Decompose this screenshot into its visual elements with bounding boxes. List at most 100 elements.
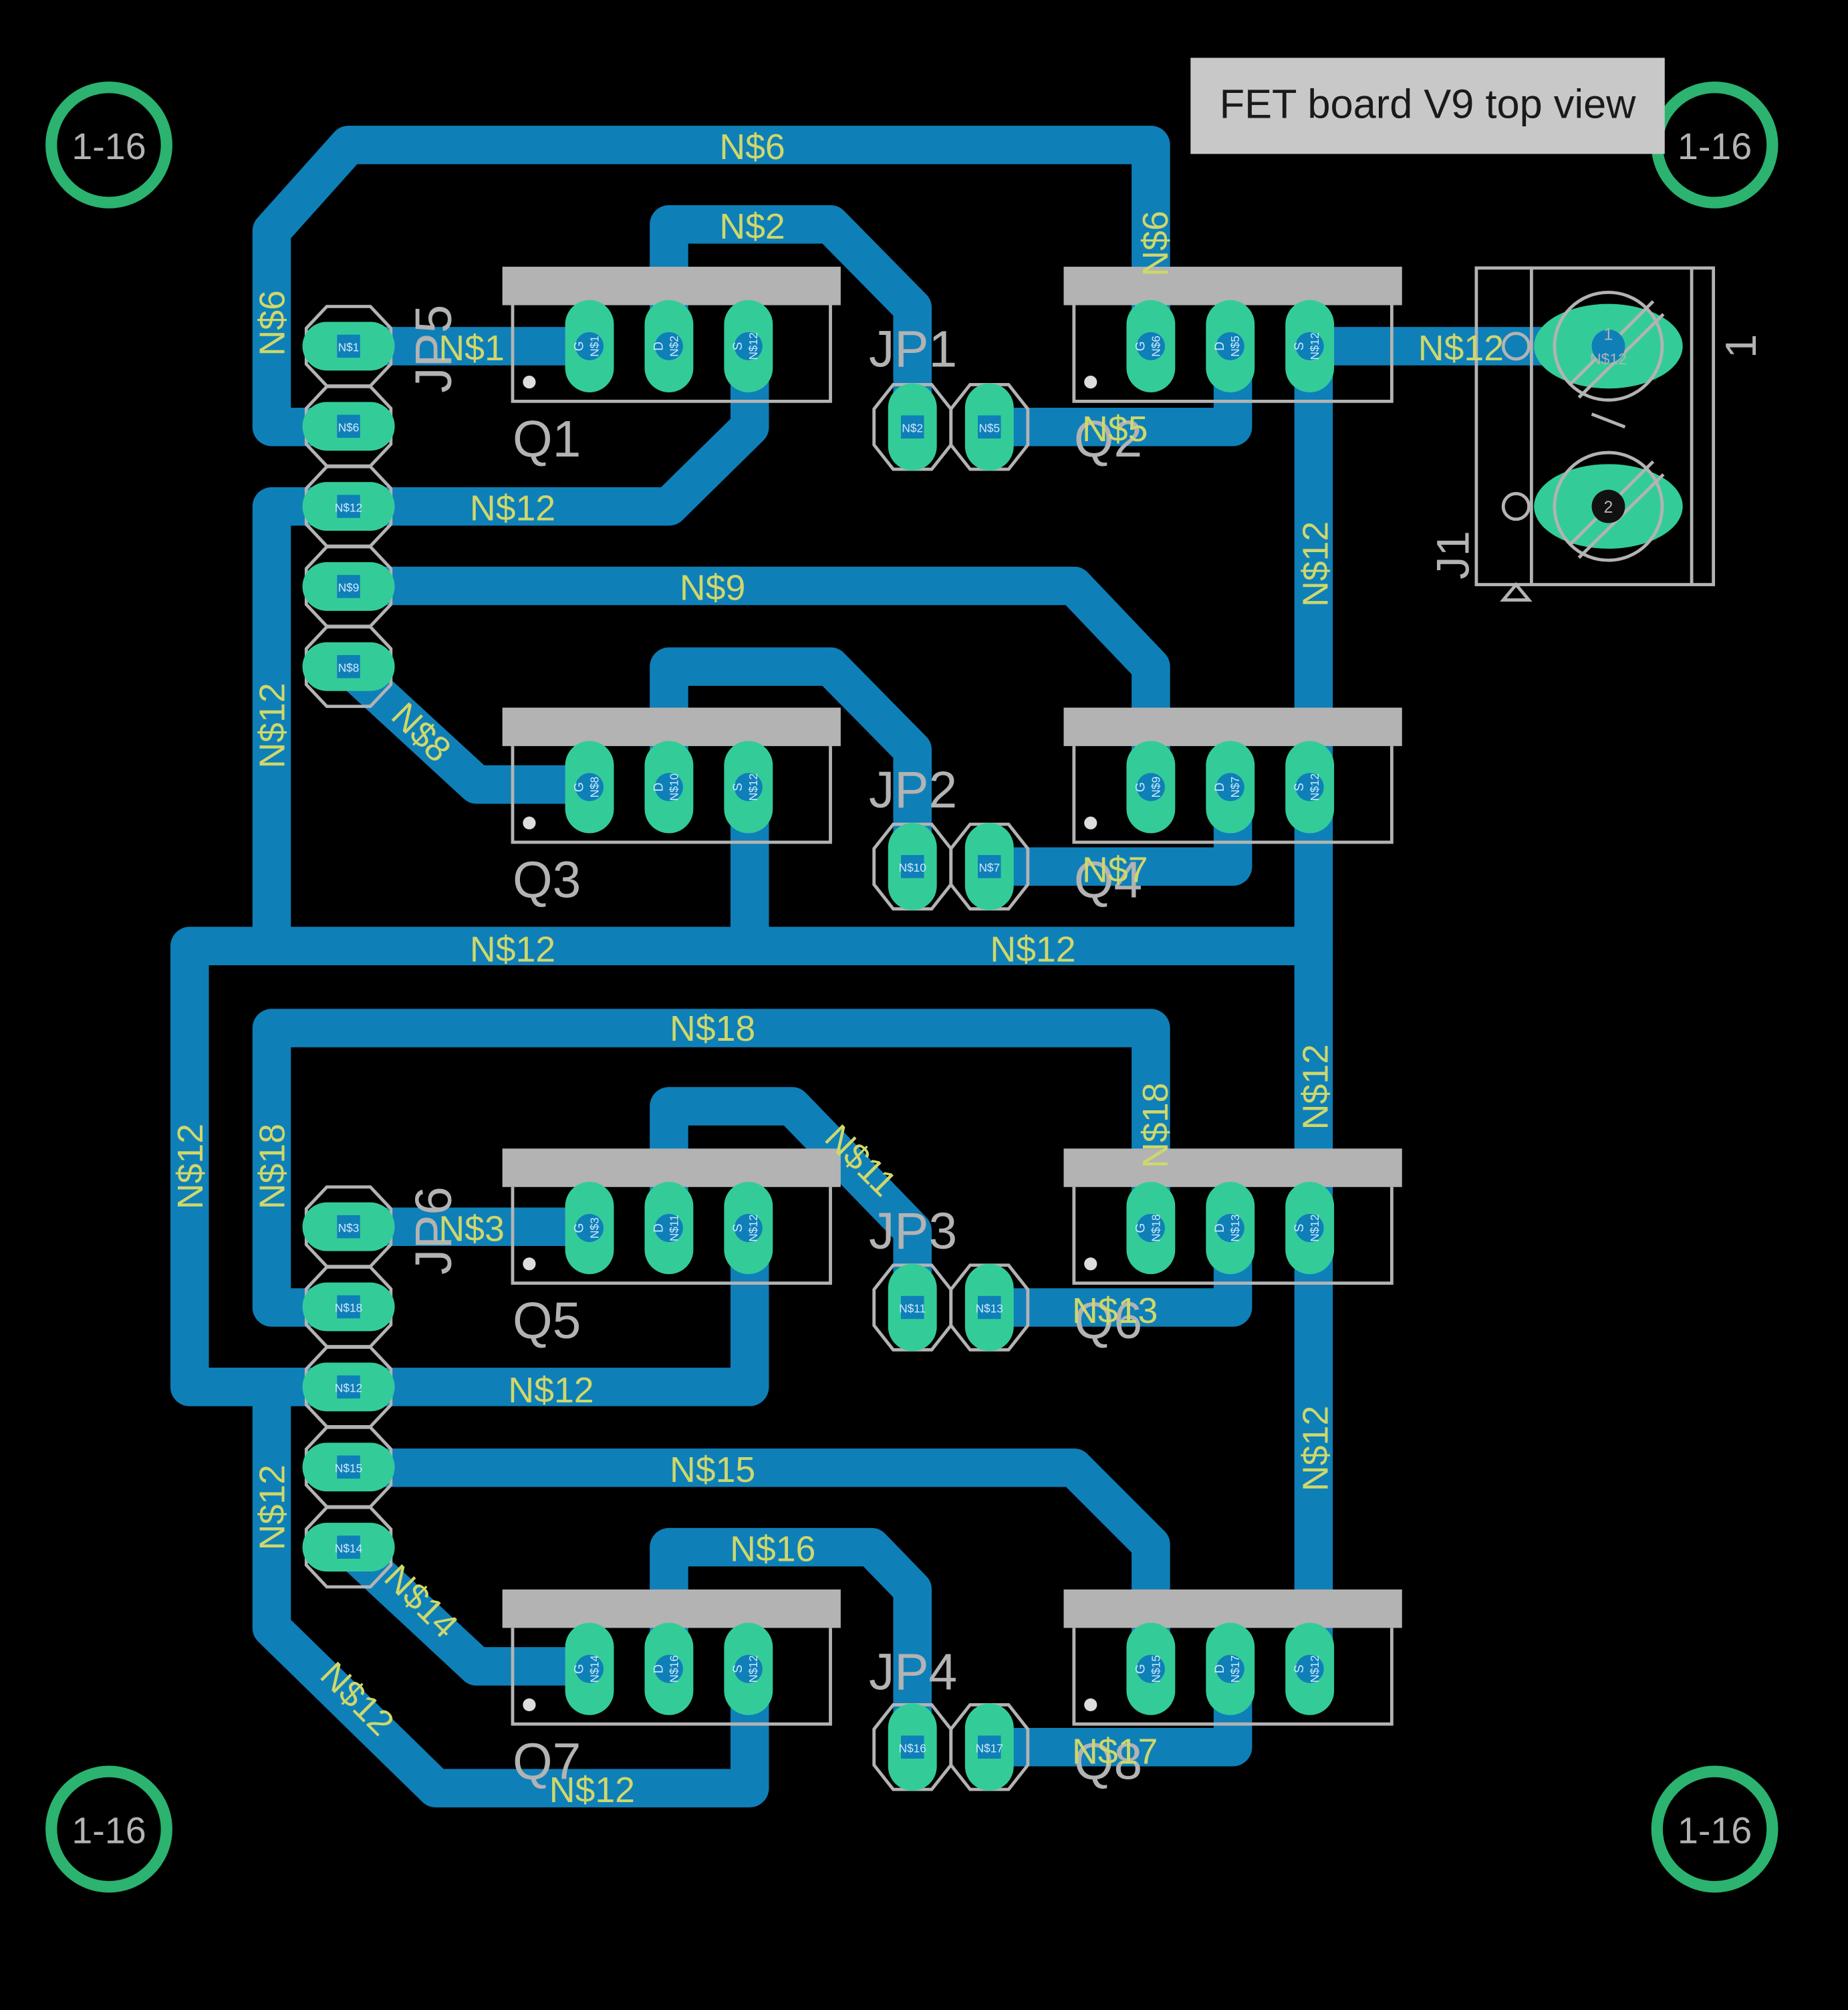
fet-pin-net: N$14: [587, 1655, 601, 1683]
terminal-j1: [1474, 266, 1716, 602]
mount-hole-tl: [45, 81, 172, 209]
fet-tab: [1063, 1148, 1402, 1187]
jumper-outline: [949, 822, 1030, 911]
mount-hole-br: [1651, 1765, 1778, 1893]
pin1-dot: [523, 1257, 536, 1271]
fet-pin-name: S: [1293, 342, 1307, 351]
trace-label: N$7: [1082, 850, 1148, 890]
fet-pin-drill: [734, 332, 763, 361]
mount-hole-label: 1-16: [1678, 1810, 1752, 1852]
fet-pin-name: G: [572, 782, 586, 792]
trace-label: N$6: [253, 290, 293, 356]
header-drill: [337, 414, 360, 438]
jumper-pad-net: N$13: [976, 1302, 1003, 1315]
fet-pin-name: S: [1293, 1224, 1307, 1233]
trace-label: N$12: [1296, 521, 1336, 607]
fet-outline: [1072, 1628, 1394, 1726]
jumper-drill: [978, 1735, 1001, 1759]
header-pad-net: N$8: [338, 661, 360, 674]
terminal-pad-number: 2: [1604, 498, 1613, 517]
jumper-outline: [949, 1703, 1030, 1791]
trace-label: N$9: [680, 568, 745, 608]
fet-pin-name: G: [1134, 782, 1148, 792]
terminal-pad-number: 1: [1604, 325, 1613, 344]
fet-pin-name: S: [731, 342, 745, 351]
terminal-drill-1: [1591, 329, 1625, 363]
fet-pin-name: S: [731, 783, 745, 791]
jumper-outline: [949, 1263, 1030, 1352]
fet-pin-net: N$1: [587, 336, 601, 357]
header-drill: [337, 1295, 360, 1319]
pin1-dot: [1084, 1698, 1097, 1712]
fet-outline: [511, 305, 832, 403]
jumper-pad-net: N$2: [902, 421, 923, 434]
trace-label: N$18: [670, 1009, 755, 1049]
fet-pin-net: N$12: [747, 1655, 760, 1682]
trace-n18: [252, 1009, 1170, 1327]
fet-pin-net: N$16: [667, 1655, 680, 1682]
trace-n14: [329, 1527, 609, 1686]
fet-pin-net: N$2: [667, 336, 680, 357]
fet-pin-drill: [1295, 332, 1324, 361]
trace-n16: [650, 1527, 932, 1767]
fet-pin-net: N$5: [1228, 336, 1242, 357]
trace-label: N$12: [253, 682, 293, 768]
header-drill: [337, 495, 360, 518]
fet-pin-drill: [1216, 1654, 1244, 1683]
fet-pin-net: N$10: [667, 773, 680, 801]
fet-pin-net: N$6: [1149, 336, 1162, 357]
fet-pin-net: N$12: [747, 1215, 760, 1242]
jumper-outline: [872, 1263, 953, 1352]
fet-ref: Q7: [513, 1734, 581, 1791]
jumper-ref: JP1: [869, 322, 957, 378]
mount-hole-label: 1-16: [1678, 126, 1752, 167]
trace-label: N$12: [549, 1770, 635, 1810]
fet-outline: [511, 1186, 832, 1285]
trace-label: N$16: [730, 1529, 815, 1569]
pin1-dot: [523, 1698, 536, 1712]
fet-pin-drill: [654, 773, 684, 801]
fet-pin-name: D: [652, 783, 666, 792]
jumper-ref: JP2: [869, 762, 957, 819]
pin1-dot: [523, 816, 536, 830]
trace-label: N$1: [438, 328, 504, 368]
fet-pin-net: N$13: [1228, 1215, 1242, 1242]
header-drill: [337, 575, 360, 598]
jumper-pad-net: N$11: [899, 1302, 926, 1315]
fet-pin-drill: [1295, 1214, 1324, 1243]
fet-pin-net: N$3: [587, 1217, 601, 1239]
fet-pin-drill: [1216, 332, 1244, 361]
fet-tab: [502, 707, 841, 747]
fet-outline: [1072, 305, 1394, 403]
fet-pin-name: D: [652, 342, 666, 351]
fet-pin-drill: [575, 332, 604, 361]
jumper-drill: [900, 855, 924, 878]
fet-tab: [502, 1148, 841, 1187]
fet-pin-name: D: [1213, 783, 1227, 792]
fet-pin-net: N$12: [1308, 332, 1321, 360]
trace-label: N$3: [438, 1209, 504, 1249]
fet-pin-drill: [734, 1654, 763, 1683]
trace-label: N$2: [719, 207, 785, 247]
pin1-dot: [1084, 1257, 1097, 1271]
header-drill: [337, 1535, 360, 1559]
terminal-outline: [1474, 266, 1716, 586]
jumper-pad-net: N$17: [976, 1741, 1003, 1755]
fet-pin-name: D: [652, 1664, 666, 1674]
header-pad-net: N$14: [335, 1541, 363, 1555]
terminal-ref: J1: [1427, 531, 1478, 580]
fet-pin-net: N$9: [1149, 777, 1162, 798]
fet-pin-name: S: [1293, 783, 1307, 791]
fet-pin-net: N$18: [1149, 1215, 1162, 1242]
header-pad-net: N$6: [338, 420, 360, 434]
jumper-drill: [978, 855, 1001, 878]
trace-label: N$15: [670, 1450, 755, 1490]
trace-n8: [329, 647, 609, 804]
jumper-ref: JP3: [869, 1203, 957, 1260]
fet-pin-name: G: [1134, 1223, 1148, 1233]
jumper-drill: [978, 1295, 1001, 1320]
fet-ref: Q2: [1074, 411, 1142, 468]
header-ref: JP5: [406, 305, 463, 393]
mount-hole-label: 1-16: [72, 126, 146, 167]
fet-pin-net: N$12: [1308, 1215, 1321, 1242]
